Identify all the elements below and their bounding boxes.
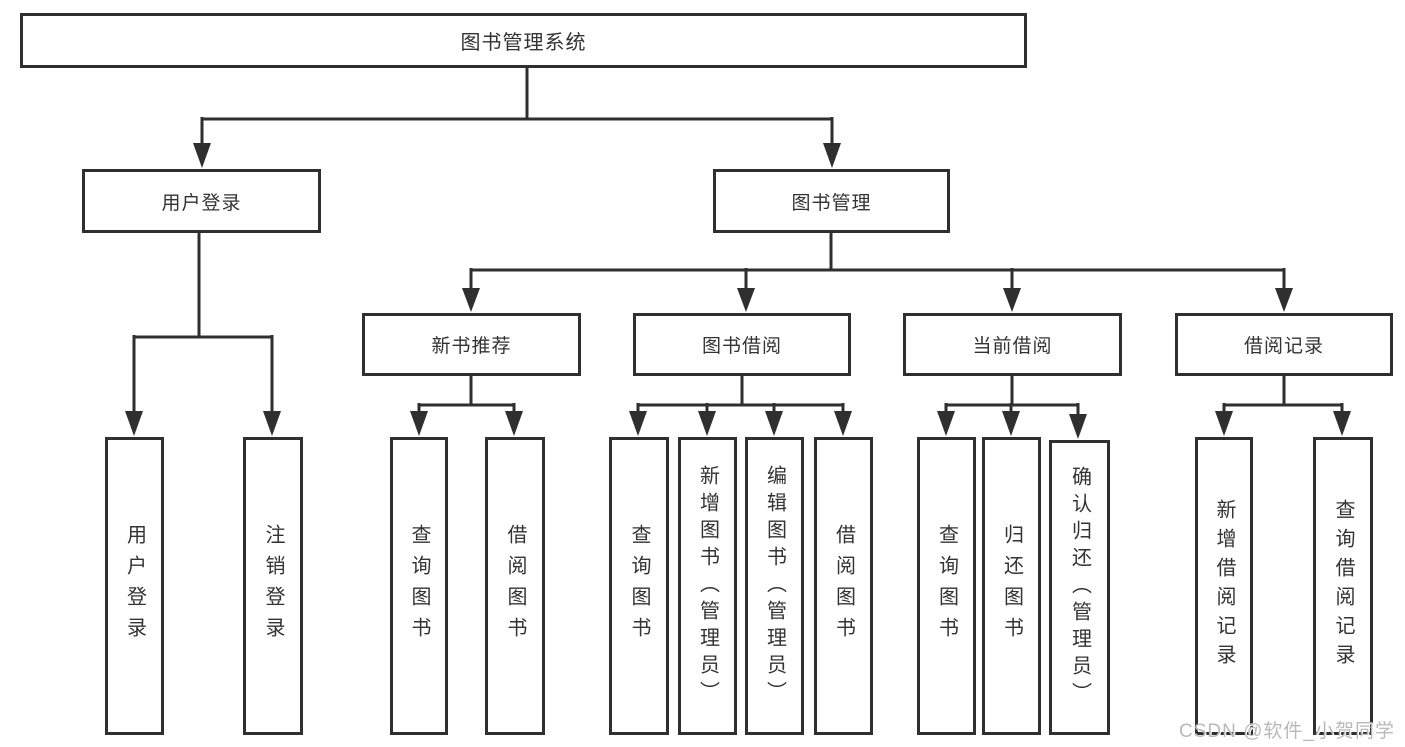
leaf-label: 查询图书 xyxy=(408,524,430,648)
leaf-label: 编辑图书（管理员） xyxy=(763,464,786,708)
node-library-management-system: 图书管理系统 xyxy=(20,13,1027,68)
node-current-borrow: 当前借阅 xyxy=(903,313,1122,376)
csdn-watermark: CSDN @软件_小贺同学 xyxy=(1179,721,1395,742)
leaf-query-books-borrow: 查询图书 xyxy=(609,437,669,735)
leaf-query-books-current: 查询图书 xyxy=(917,437,976,735)
leaf-label: 归还图书 xyxy=(1000,524,1023,648)
leaf-label: 查询图书 xyxy=(935,524,958,648)
leaf-borrow-books: 借阅图书 xyxy=(814,437,873,735)
leaf-label: 借阅图书 xyxy=(832,524,855,648)
leaf-label: 新增借阅记录 xyxy=(1213,499,1235,673)
node-user-login: 用户登录 xyxy=(82,169,321,233)
leaf-confirm-return-admin: 确认归还（管理员） xyxy=(1049,440,1110,735)
leaf-query-books-recommend: 查询图书 xyxy=(390,437,448,735)
leaf-label: 查询图书 xyxy=(628,524,650,648)
leaf-label: 借阅图书 xyxy=(504,524,526,648)
node-book-borrow: 图书借阅 xyxy=(633,313,851,376)
leaf-borrow-books-recommend: 借阅图书 xyxy=(485,437,545,735)
leaf-add-book-admin: 新增图书（管理员） xyxy=(678,437,737,735)
leaf-label: 注销登录 xyxy=(262,524,284,648)
node-new-book-recommend: 新书推荐 xyxy=(362,313,581,376)
leaf-add-borrow-record: 新增借阅记录 xyxy=(1195,437,1253,735)
leaf-return-book: 归还图书 xyxy=(982,437,1041,735)
node-book-management: 图书管理 xyxy=(713,169,950,233)
leaf-label: 新增图书（管理员） xyxy=(696,464,719,708)
leaf-edit-book-admin: 编辑图书（管理员） xyxy=(745,437,804,735)
leaf-logout: 注销登录 xyxy=(243,437,303,735)
leaf-query-borrow-record: 查询借阅记录 xyxy=(1313,437,1373,735)
leaf-label: 确认归还（管理员） xyxy=(1068,466,1091,709)
leaf-label: 查询借阅记录 xyxy=(1332,499,1354,673)
leaf-user-login: 用户登录 xyxy=(105,437,164,735)
leaf-label: 用户登录 xyxy=(123,524,146,648)
node-borrow-records: 借阅记录 xyxy=(1175,313,1393,376)
